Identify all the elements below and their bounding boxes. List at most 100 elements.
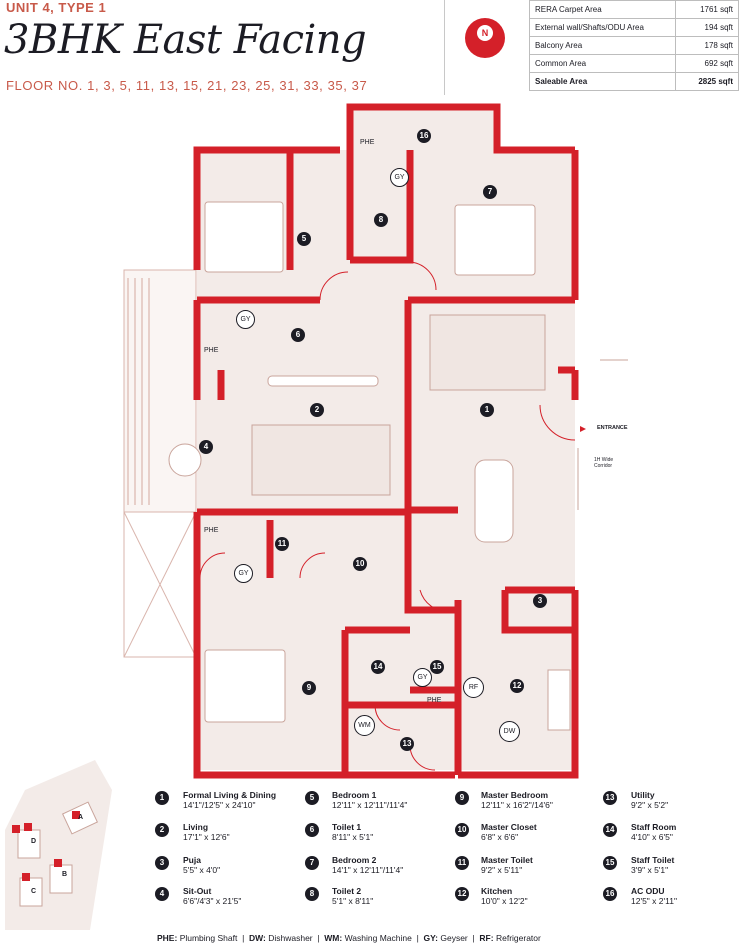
legend-number: 13 [603,791,617,805]
area-value: 2825 sqft [675,72,739,91]
legend-room-name: Toilet 1 [332,822,362,832]
legend-room-name: Bedroom 2 [332,855,377,865]
legend-number: 8 [305,887,319,901]
legend-room-name: Toilet 2 [332,886,362,896]
legend-room-dim: 14'1"/12'5" x 24'10" [183,800,256,810]
geyser-icon: GY [390,168,409,187]
room-badge: 16 [417,129,431,143]
legend-room-dim: 12'11" x 12'11"/11'4" [332,800,408,810]
legend-room-name: Formal Living & Dining [183,790,277,800]
dining-table-icon [474,459,514,543]
legend-room-dim: 9'2" x 5'2" [631,800,669,810]
key-plan-label: D [31,838,37,845]
key-plan-label: A [78,814,84,821]
abbrev-text: Geyser [440,933,468,943]
page-title: 3BHK East Facing [4,17,367,63]
north-label: N [477,25,493,41]
room-badge: 4 [199,440,213,454]
sofa-icon [251,424,391,496]
legend-number: 16 [603,887,617,901]
furniture [168,201,571,731]
legend-number: 4 [155,887,169,901]
legend-room-name: Staff Room [631,822,677,832]
phe-label: PHE [360,139,375,146]
abbrev-key: WM [324,933,340,943]
key-plan-label: B [62,871,68,878]
geyser-icon: GY [234,564,253,583]
geyser-icon: GY [236,310,255,329]
refrigerator-icon: RF [463,677,484,698]
legend-room-dim: 12'5" x 2'11" [631,896,677,906]
legend-number: 12 [455,887,469,901]
room-badge: 15 [430,660,444,674]
room-badge: 3 [533,594,547,608]
entrance-marker [580,426,586,432]
room-badge: 5 [297,232,311,246]
legend-room-dim: 12'11" x 16'2"/14'6" [481,800,553,810]
legend-room-dim: 9'2" x 5'11" [481,865,523,875]
round-table-icon [168,443,202,477]
abbrev-key: PHE [157,933,175,943]
bed-icon [204,201,284,273]
legend-room-dim: 14'1" x 12'11"/11'4" [332,865,404,875]
abbrev-text: Dishwasher [268,933,313,943]
room-badge: 8 [374,213,388,227]
legend-number: 1 [155,791,169,805]
room-badge: 11 [275,537,289,551]
walls [193,103,579,779]
legend-room-dim: 5'1" x 8'11" [332,896,374,906]
legend-room-name: Sit-Out [183,886,212,896]
phe-label: PHE [204,527,219,534]
unit-label: UNIT 4, TYPE 1 [6,0,107,15]
room-badge: 1 [480,403,494,417]
washing-machine-icon: WM [354,715,375,736]
legend-room-dim: 3'9" x 5'1" [631,865,669,875]
legend-room-dim: 6'8" x 6'6" [481,832,519,842]
abbrev-key: GY [423,933,436,943]
room-badge: 6 [291,328,305,342]
floor-numbers: FLOOR NO. 1, 3, 5, 11, 13, 15, 21, 23, 2… [6,78,368,93]
legend-number: 3 [155,856,169,870]
door-swings [199,261,576,771]
legend-number: 11 [455,856,469,870]
room-badge: 2 [310,403,324,417]
legend-number: 15 [603,856,617,870]
legend-room-dim: 6'6"/4'3" x 21'5" [183,896,242,906]
legend-number: 7 [305,856,319,870]
geyser-label: GY [417,674,428,681]
legend-room-name: Kitchen [481,886,513,896]
legend-room-name: Living [183,822,209,832]
header-divider [444,0,445,95]
legend-room-name: Master Bedroom [481,790,549,800]
abbreviation-legend: PHE: Plumbing Shaft | DW: Dishwasher | W… [157,933,541,943]
abbrev-key: RF [479,933,491,943]
sofa-icon [429,314,546,391]
room-badge: 10 [353,557,367,571]
legend-room-name: Puja [183,855,201,865]
legend-room-name: Master Closet [481,822,537,832]
room-badge: 13 [400,737,414,751]
legend-number: 6 [305,823,319,837]
legend-room-name: Staff Toilet [631,855,675,865]
legend-room-name: Bedroom 1 [332,790,377,800]
north-compass-icon: N [465,18,505,58]
abbrev-text: Plumbing Shaft [179,933,238,943]
phe-label: PHE [427,697,442,704]
legend-room-name: Utility [631,790,655,800]
legend-number: 14 [603,823,617,837]
legend-number: 5 [305,791,319,805]
legend-room-dim: 4'10" x 6'5" [631,832,673,842]
legend-room-name: AC ODU [631,886,665,896]
legend-room-dim: 8'11" x 5'1" [332,832,374,842]
tv-unit-icon [267,375,379,387]
abbrev-text: Washing Machine [344,933,412,943]
phe-label: PHE [204,347,219,354]
room-badge: 9 [302,681,316,695]
geyser-icon: GY [413,668,432,687]
key-plan-label: C [31,888,37,895]
